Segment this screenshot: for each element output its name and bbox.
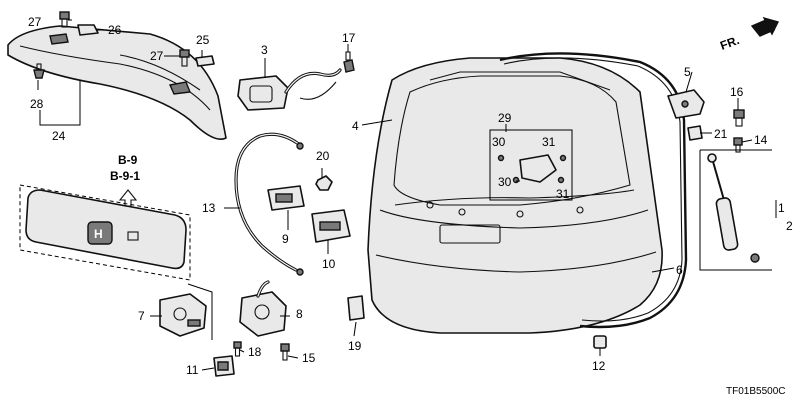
callout-8: 8: [296, 307, 303, 321]
callout-25: 25: [196, 33, 210, 47]
callout-19: 19: [348, 339, 362, 353]
opener-switch-9: [267, 185, 305, 211]
callout-7: 7: [138, 309, 145, 323]
callout-21: 21: [714, 127, 728, 141]
hinge-5: [667, 89, 705, 119]
callout-31: 31: [556, 187, 570, 201]
grommet-28: [33, 63, 45, 79]
callout-24: 24: [52, 129, 66, 143]
callout-26: 26: [108, 23, 122, 37]
callout-5: 5: [684, 65, 691, 79]
spoiler: [7, 25, 227, 140]
reference-arrow: [118, 189, 138, 207]
clip-21: [687, 125, 703, 141]
opener-handle-10: [311, 209, 351, 243]
callout-13: 13: [202, 201, 216, 215]
callout-29: 29: [498, 111, 512, 125]
nut-20: [315, 175, 333, 191]
clip-19: [347, 295, 365, 321]
callout-12: 12: [592, 359, 606, 373]
callout-2: 2: [786, 219, 793, 233]
callout-6: 6: [676, 263, 683, 277]
diagram-code: TF01B5500C: [726, 386, 785, 397]
callout-18: 18: [248, 345, 262, 359]
callout-labels: 27 26 27 25 28 24 3 17 4 20 13 9 10 7 8 …: [28, 15, 793, 377]
clip-26: [77, 24, 99, 36]
callout-30: 30: [492, 135, 506, 149]
callout-3: 3: [261, 43, 268, 57]
emblem-garnish: H: [19, 184, 191, 281]
license-light-3: [237, 68, 342, 111]
screw-27-top: [59, 11, 70, 28]
screw-27-mid: [179, 49, 190, 67]
callout-30: 30: [498, 175, 512, 189]
callout-9: 9: [282, 232, 289, 246]
callout-16: 16: [730, 85, 744, 99]
tailgate-body: [367, 57, 663, 334]
callout-28: 28: [30, 97, 44, 111]
gas-strut-1: [699, 149, 772, 271]
callout-14: 14: [754, 133, 768, 147]
callout-10: 10: [322, 257, 336, 271]
callout-15: 15: [302, 351, 316, 365]
lock-actuator-8: [239, 280, 287, 337]
tailgate-latch-7: [159, 283, 213, 340]
clip-17: [343, 51, 355, 73]
callout-4: 4: [352, 119, 359, 133]
callout-20: 20: [316, 149, 330, 163]
callout-17: 17: [342, 31, 356, 45]
leader-lines: [37, 19, 777, 371]
cap-12: [593, 335, 607, 349]
striker-11: [213, 355, 235, 377]
svg-text:H: H: [94, 227, 103, 241]
callout-27: 27: [150, 49, 164, 63]
direction-label: FR.: [718, 33, 741, 53]
opener-cable-13: [234, 132, 304, 276]
callout-11: 11: [186, 363, 199, 377]
clip-25: [195, 55, 215, 67]
front-direction-indicator: FR.: [718, 16, 780, 53]
hatch-bracket-assembly: [489, 129, 573, 201]
callout-27: 27: [28, 15, 42, 29]
bolt-16: [733, 109, 745, 127]
callout-31: 31: [542, 135, 556, 149]
bolt-18: [233, 341, 242, 357]
reference-b9: B-9: [118, 153, 138, 167]
reference-b9-1: B-9-1: [110, 169, 140, 183]
callout-1: 1: [778, 201, 785, 215]
bolt-15: [280, 343, 290, 361]
